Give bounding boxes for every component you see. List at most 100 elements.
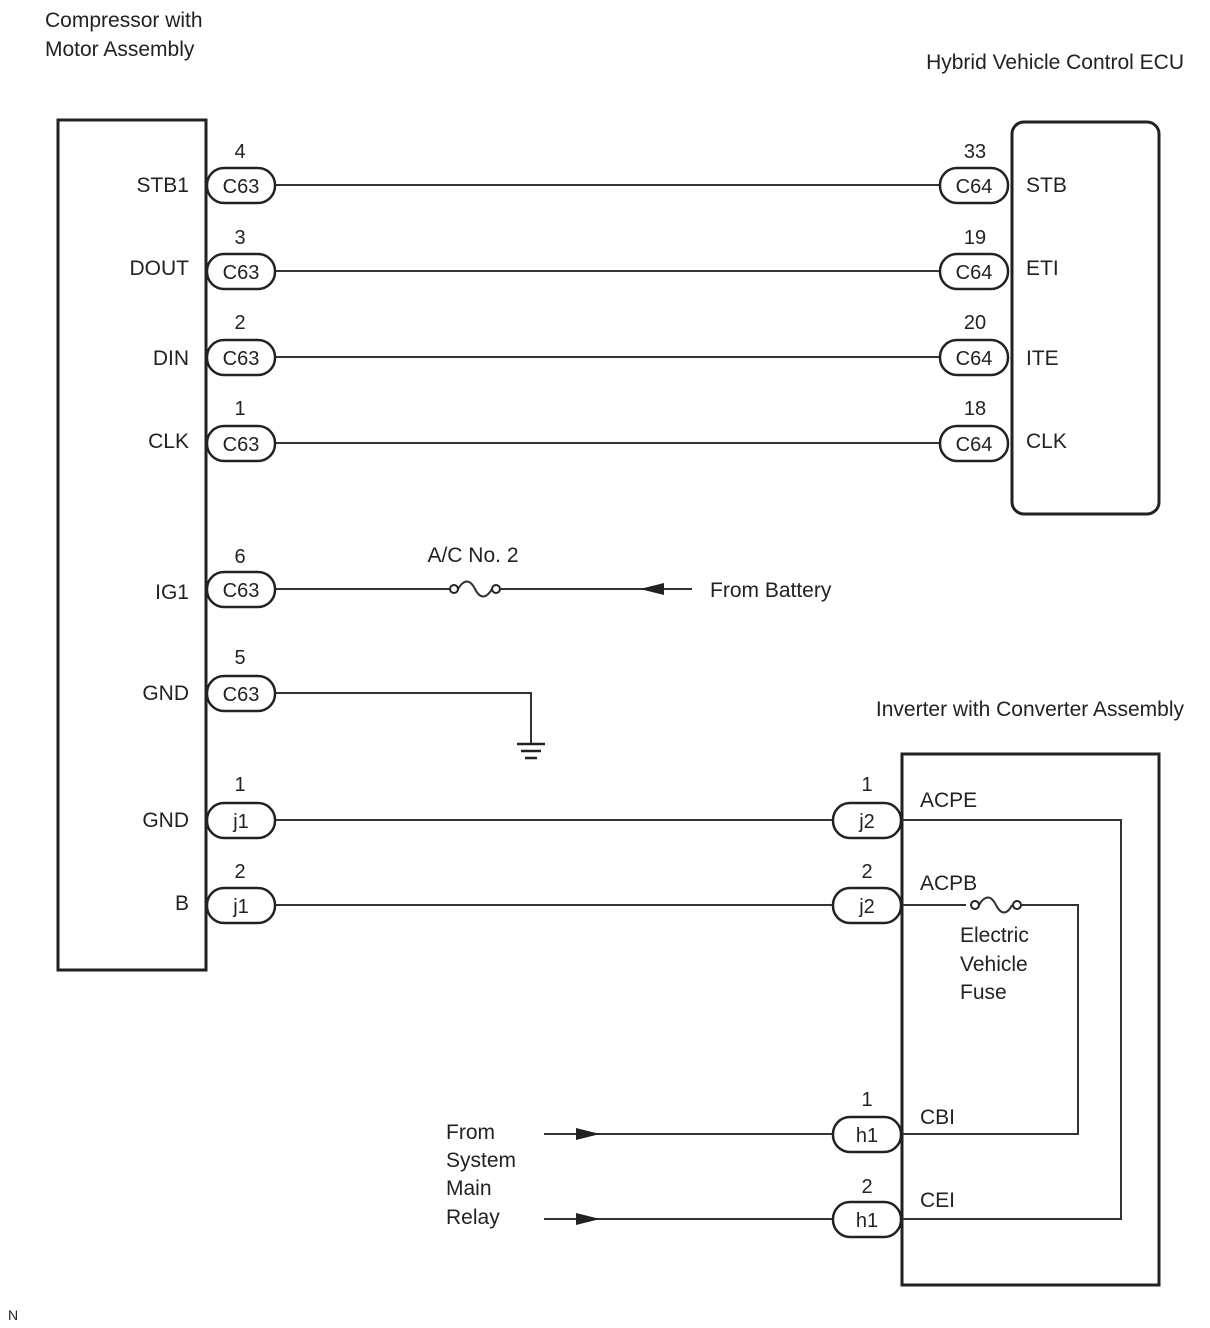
connector-j1	[205, 801, 277, 840]
ecu-title: Hybrid Vehicle Control ECU	[926, 51, 1184, 74]
terminal-label: ITE	[1026, 347, 1059, 370]
connector-c63	[205, 424, 277, 463]
ecu-terminal-stb: 33 C64 STB	[938, 141, 1067, 205]
connector-label: C64	[956, 262, 993, 284]
connector-c64	[938, 166, 1010, 205]
terminal-label: CLK	[1026, 430, 1067, 453]
relay-arrow-cei-icon	[576, 1213, 600, 1225]
pin-number: 1	[234, 398, 245, 420]
pin-number: 1	[861, 1089, 872, 1111]
terminal-label: GND	[142, 682, 189, 705]
pin-number: 1	[861, 774, 872, 796]
ev-fuse-icon	[978, 896, 1013, 914]
inverter-body	[900, 752, 1161, 1287]
inverter-terminal-acpe: 1 j2 ACPE	[831, 774, 977, 840]
relay-label-line4: Relay	[446, 1206, 500, 1229]
connector-c63	[205, 338, 277, 377]
connector-label: C64	[956, 176, 993, 198]
connector-label: j2	[858, 811, 875, 833]
terminal-label: GND	[142, 809, 189, 832]
pin-number: 18	[964, 398, 986, 420]
relay-arrow-cbi-icon	[576, 1128, 600, 1140]
pin-number: 5	[234, 647, 245, 669]
pin-number: 2	[861, 1176, 872, 1198]
connector-label: C63	[223, 348, 260, 370]
ev-fuse-label-line2: Vehicle	[960, 953, 1028, 976]
battery-arrow-icon	[640, 583, 664, 595]
connector-label: h1	[856, 1125, 878, 1147]
connector-j2	[831, 801, 903, 840]
ecu-terminal-ite: 20 C64 ITE	[938, 312, 1059, 377]
connector-c63	[205, 252, 277, 291]
ev-fuse-terminal-left-icon	[970, 900, 980, 910]
terminal-label: DOUT	[130, 257, 190, 280]
pin-number: 33	[964, 141, 986, 163]
terminal-label: CBI	[920, 1106, 955, 1129]
connector-label: C63	[223, 262, 260, 284]
pin-number: 2	[861, 861, 872, 883]
compressor-title-line1: Compressor with	[45, 9, 203, 32]
pin-number: 19	[964, 227, 986, 249]
inverter-title: Inverter with Converter Assembly	[876, 698, 1185, 721]
terminal-label: CEI	[920, 1189, 955, 1212]
terminal-label: STB	[1026, 174, 1067, 197]
terminal-gnd: GND 5 C63	[142, 647, 277, 713]
connector-c64	[938, 252, 1010, 291]
inverter-terminal-acpb: 2 j2 ACPB	[831, 861, 977, 925]
connector-label: C63	[223, 434, 260, 456]
ecu-body	[1010, 120, 1161, 516]
connector-c64	[938, 338, 1010, 377]
terminal-gnd-j1: GND 1 j1	[142, 774, 277, 840]
terminal-stb1: STB1 4 C63	[136, 141, 277, 205]
ac-fuse-terminal-right-icon	[491, 584, 501, 594]
connector-h1	[831, 1115, 903, 1154]
pin-number: 2	[234, 861, 245, 883]
pin-number: 4	[234, 141, 245, 163]
terminal-label: STB1	[136, 174, 189, 197]
connector-label: C64	[956, 434, 993, 456]
corner-mark: N	[8, 1307, 18, 1323]
relay-label-line1: From	[446, 1121, 495, 1144]
pin-number: 1	[234, 774, 245, 796]
connector-label: C63	[223, 176, 260, 198]
connector-label: j1	[232, 811, 249, 833]
connector-c63	[205, 674, 277, 713]
connector-c64	[938, 424, 1010, 463]
terminal-ig1: IG1 6 C63	[155, 546, 277, 609]
ev-fuse-terminal-right-icon	[1012, 900, 1022, 910]
compressor-title-line2: Motor Assembly	[45, 38, 195, 61]
connector-h1	[831, 1200, 903, 1239]
pin-number: 3	[234, 227, 245, 249]
terminal-label: IG1	[155, 581, 189, 604]
ac-fuse-icon	[457, 580, 493, 598]
terminal-b-j1: B 2 j1	[175, 861, 277, 925]
wire-fuse-cbi	[902, 904, 1079, 1135]
terminal-label: CLK	[148, 430, 189, 453]
connector-j2	[831, 886, 903, 925]
connector-c63	[205, 166, 277, 205]
relay-label-line3: Main	[446, 1177, 492, 1200]
inverter-terminal-cbi: 1 h1 CBI	[831, 1089, 955, 1154]
wire-gnd	[275, 692, 532, 744]
terminal-label: DIN	[153, 347, 189, 370]
relay-label-line2: System	[446, 1149, 516, 1172]
connector-label: j1	[232, 896, 249, 918]
inverter-terminal-cei: 2 h1 CEI	[831, 1176, 955, 1239]
terminal-label: ETI	[1026, 257, 1059, 280]
terminal-din: DIN 2 C63	[153, 312, 277, 377]
terminal-dout: DOUT 3 C63	[130, 227, 277, 291]
terminal-clk: CLK 1 C63	[148, 398, 277, 463]
ev-fuse-label-line1: Electric	[960, 924, 1029, 947]
connector-label: C64	[956, 348, 993, 370]
connector-c63	[205, 570, 277, 609]
connector-label: j2	[858, 896, 875, 918]
ecu-terminal-eti: 19 C64 ETI	[938, 227, 1059, 291]
ecu-terminal-clk: 18 C64 CLK	[938, 398, 1067, 463]
pin-number: 20	[964, 312, 986, 334]
ac-fuse-terminal-left-icon	[449, 584, 459, 594]
pin-number: 6	[234, 546, 245, 568]
connector-label: h1	[856, 1210, 878, 1232]
terminal-label: ACPB	[920, 872, 977, 895]
terminal-label: ACPE	[920, 789, 977, 812]
